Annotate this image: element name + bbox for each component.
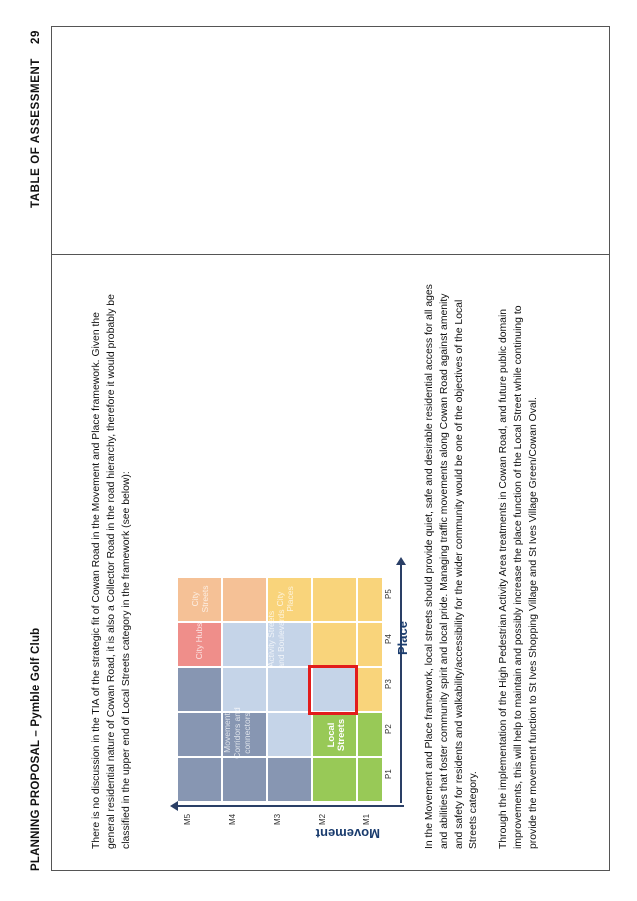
label-local-streets: Local Streets [326,718,347,752]
cell-p5-m2 [313,578,356,621]
y-tick-m1: M1 [362,813,371,825]
page-header-right: TABLE OF ASSESSMENT 29 [30,30,42,208]
highlight-box [308,665,358,715]
y-tick-m3: M3 [273,813,282,825]
cell-p3-m3 [268,668,311,711]
cell-p2-m1 [358,713,382,756]
x-axis-label: Place [395,621,410,655]
y-tick-m4: M4 [228,813,237,825]
page-number: 29 [30,30,42,44]
cell-p1-m1 [358,758,382,801]
label-city-streets: City Streets [190,585,210,613]
treatments-paragraph: Through the implementation of the High P… [498,305,539,850]
x-tick-p2: P2 [384,724,393,734]
label-movement-corridors: Movement Corridors and connectors [222,707,252,759]
cell-p3-m1 [358,668,382,711]
column-divider [51,254,610,255]
cell-p4-m4 [223,623,266,666]
cell-p1-m3 [268,758,311,801]
x-tick-p3: P3 [384,679,393,689]
section-title: TABLE OF ASSESSMENT [30,58,42,209]
cell-p2-m3 [268,713,311,756]
label-city-hubs: City Hubs [194,622,204,660]
cell-p1-m4 [223,758,266,801]
cell-p2-m5 [178,713,221,756]
y-axis-line [176,805,404,807]
y-axis-arrow [170,801,178,811]
cell-p5-m4 [223,578,266,621]
cell-p4-m1 [358,623,382,666]
cell-p1-m5 [178,758,221,801]
y-axis-label: Movement [315,826,380,841]
cell-p3-m5 [178,668,221,711]
y-tick-m2: M2 [318,813,327,825]
x-tick-p4: P4 [384,634,393,644]
cell-p4-m2 [313,623,356,666]
cell-p1-m2 [313,758,356,801]
cell-p5-m1 [358,578,382,621]
local-streets-paragraph: In the Movement and Place framework, loc… [424,284,480,849]
x-tick-p1: P1 [384,769,393,779]
x-axis-line [400,563,402,803]
x-tick-p5: P5 [384,589,393,599]
y-tick-m5: M5 [183,813,192,825]
intro-paragraph: There is no discussion in the TIA of the… [91,294,132,849]
label-city-places: City Places [275,586,295,612]
x-axis-arrow [396,557,406,565]
document-title: PLANNING PROPOSAL – Pymble Golf Club [30,627,42,871]
